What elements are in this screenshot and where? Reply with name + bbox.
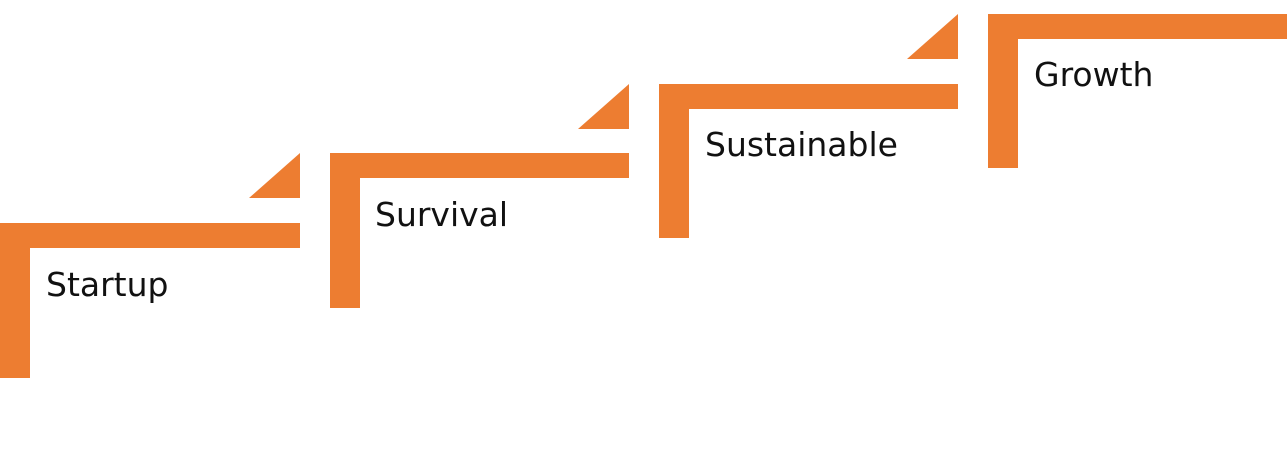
step-sustainable — [659, 14, 958, 238]
step-label-startup: Startup — [46, 265, 169, 304]
step-label-survival: Survival — [375, 195, 509, 234]
step-arrow-tip-startup — [249, 153, 300, 198]
step-survival — [330, 84, 629, 308]
step-bracket-growth — [988, 14, 1287, 168]
step-growth — [988, 14, 1287, 168]
step-arrow-tip-survival — [578, 84, 629, 129]
step-label-growth: Growth — [1034, 55, 1154, 94]
step-bracket-survival — [330, 153, 629, 308]
step-arrow-tip-sustainable — [907, 14, 958, 59]
step-bracket-startup — [0, 223, 300, 378]
step-startup — [0, 153, 300, 378]
step-bracket-sustainable — [659, 84, 958, 238]
step-label-sustainable: Sustainable — [705, 125, 898, 164]
